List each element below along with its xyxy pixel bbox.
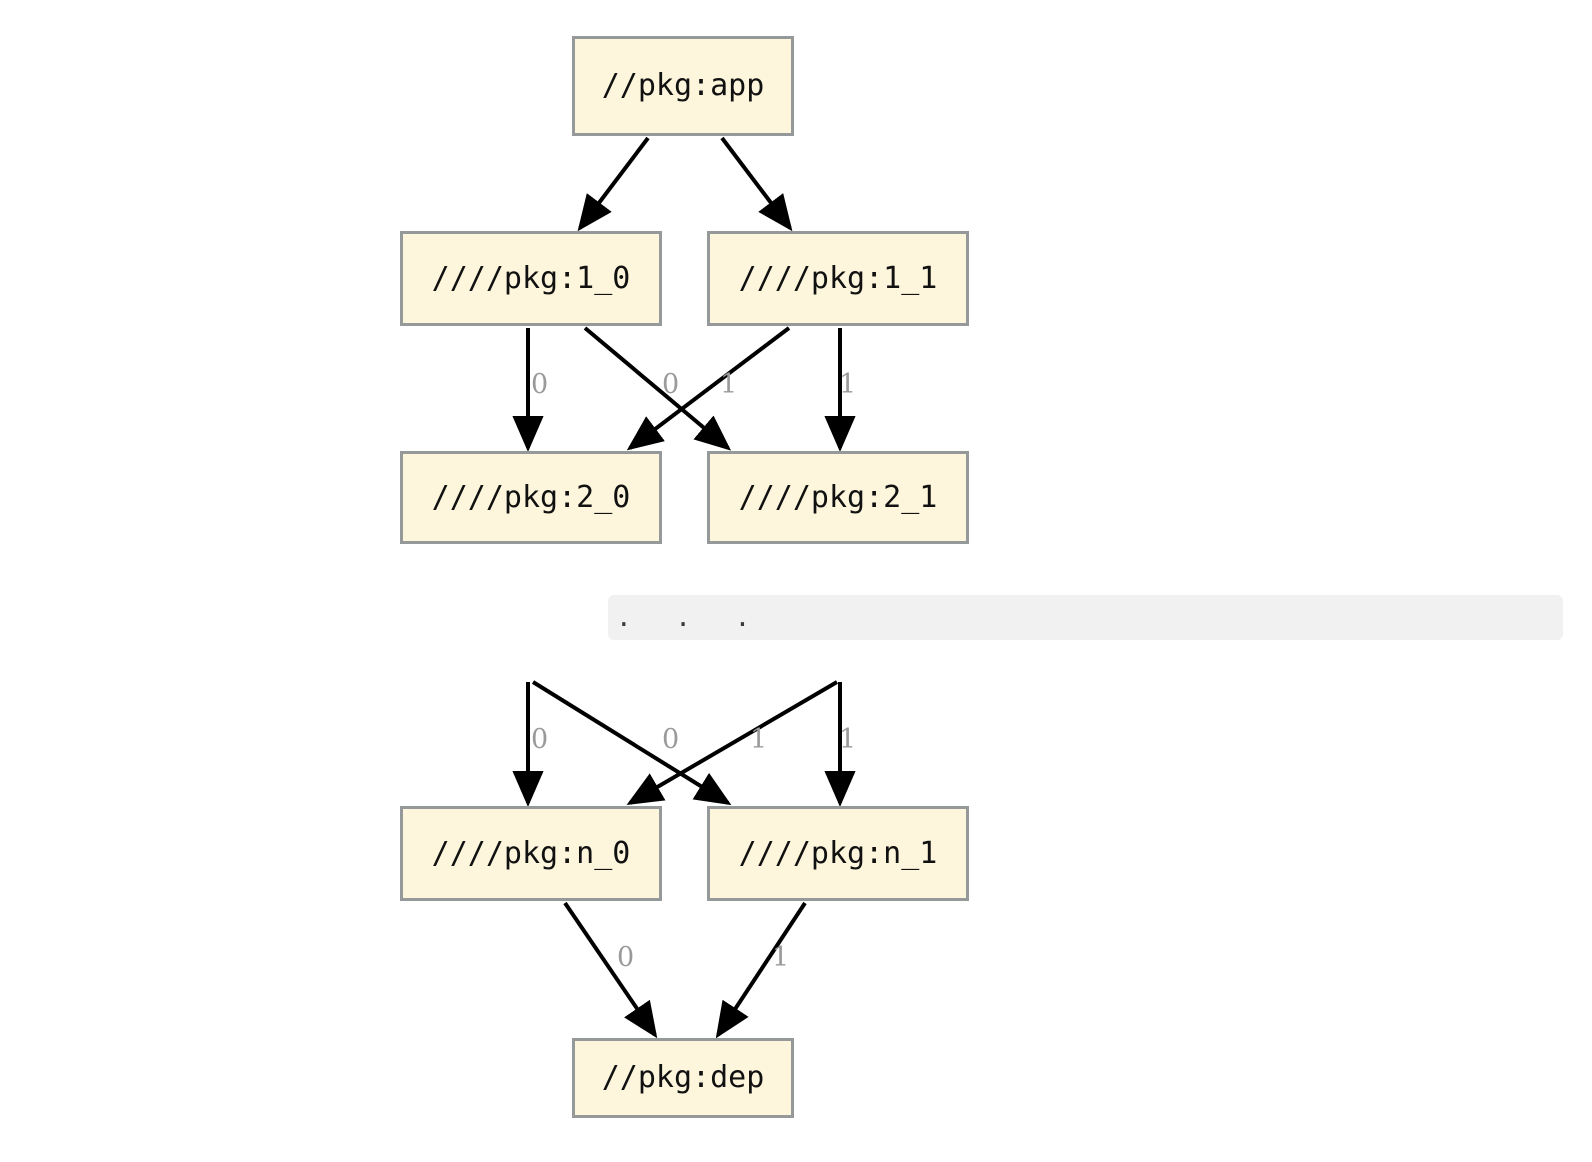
graph-node-label: ////pkg:2_1	[738, 479, 938, 515]
graph-node-nn_0[interactable]: ////pkg:n_0	[400, 806, 662, 901]
graph-node-label: //pkg:dep	[601, 1060, 765, 1095]
ellipsis-dots: · · ·	[616, 610, 765, 640]
edge-label: 0	[617, 942, 635, 973]
graph-edge-dangling-to-nn_0	[626, 680, 839, 806]
edge-label: 1	[750, 724, 768, 755]
graph-node-n1_0[interactable]: ////pkg:1_0	[400, 231, 662, 326]
graph-node-n2_1[interactable]: ////pkg:2_1	[707, 451, 969, 544]
edge-label: 0	[662, 724, 680, 755]
graph-edge-n1_1-to-n2_0	[626, 326, 791, 451]
graph-edge-nn_0-to-dep	[563, 901, 658, 1039]
graph-node-label: ////pkg:2_0	[431, 479, 631, 515]
graph-edge-nn_1-to-dep	[715, 901, 807, 1039]
graph-node-label: ////pkg:1_1	[738, 260, 938, 296]
graph-node-dep[interactable]: //pkg:dep	[572, 1038, 794, 1118]
edges-group	[512, 136, 856, 1039]
graph-node-label: ////pkg:n_0	[431, 835, 631, 871]
edge-label: 1	[772, 942, 790, 973]
graph-node-label: ////pkg:1_0	[431, 260, 631, 296]
graph-edge-app-to-n1_1	[720, 136, 793, 232]
graph-node-nn_1[interactable]: ////pkg:n_1	[707, 806, 969, 901]
graph-edge-dangling-to-nn_1	[531, 680, 732, 806]
graph-node-label: ////pkg:n_1	[738, 835, 938, 871]
edge-label: 1	[839, 369, 857, 400]
graph-edge-app-to-n1_0	[577, 136, 650, 232]
edge-label: 0	[662, 369, 680, 400]
graph-edge-n1_0-to-n2_1	[583, 326, 732, 451]
ellipsis-separator-band: · · ·	[608, 595, 1563, 640]
graph-node-app[interactable]: //pkg:app	[572, 36, 794, 136]
graph-node-label: //pkg:app	[601, 68, 765, 103]
edge-label: 0	[531, 369, 549, 400]
edge-label: 0	[531, 724, 549, 755]
edge-label: 1	[720, 369, 738, 400]
graph-node-n2_0[interactable]: ////pkg:2_0	[400, 451, 662, 544]
graph-node-n1_1[interactable]: ////pkg:1_1	[707, 231, 969, 326]
edge-label: 1	[839, 724, 857, 755]
